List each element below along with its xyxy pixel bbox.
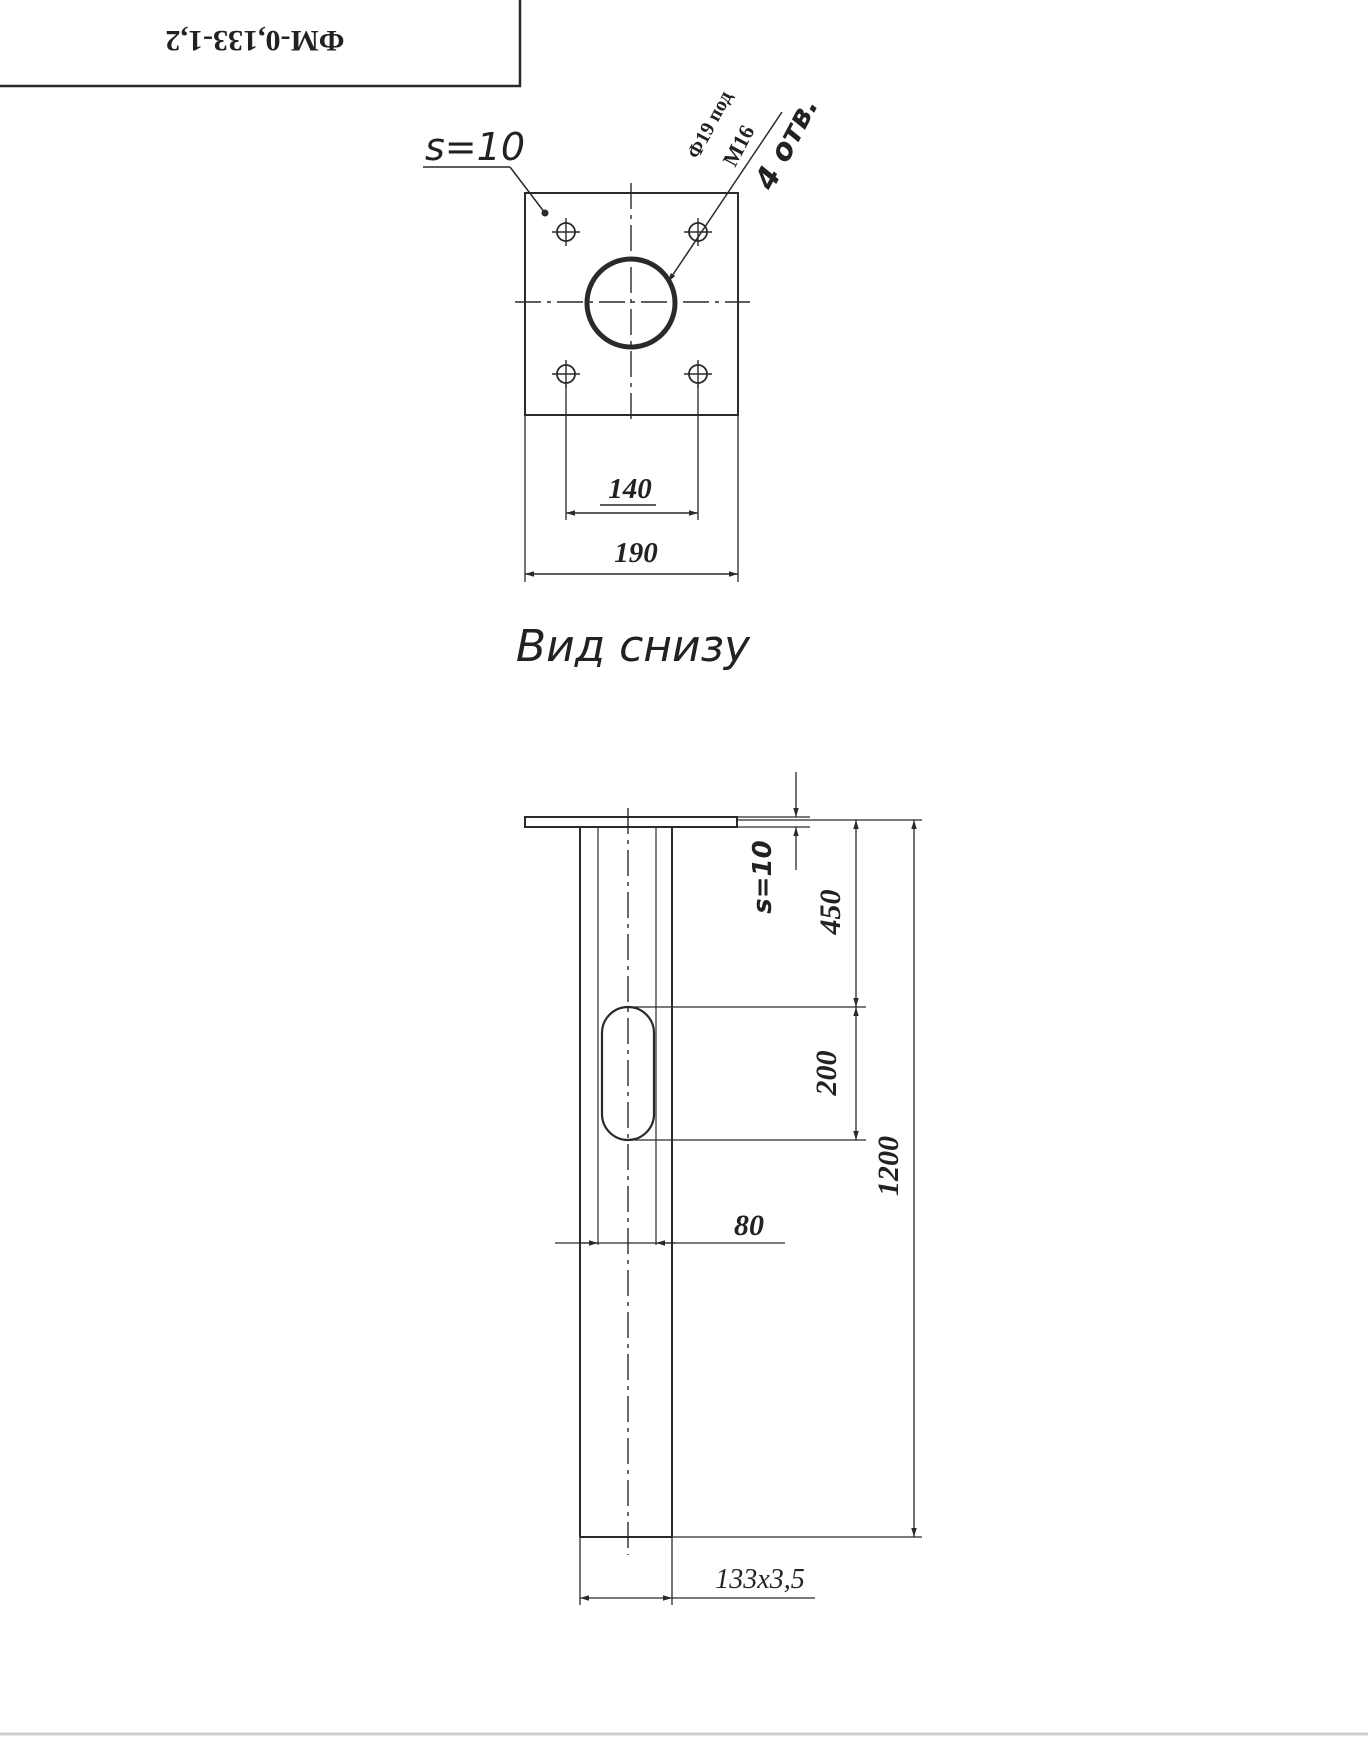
side-thickness-label: s=10	[748, 840, 778, 913]
dimension-slot-width: 80	[555, 1209, 785, 1246]
side-view: s=10 450 200 1200 80	[524, 772, 922, 1605]
view-caption: Вид снизу	[516, 621, 751, 672]
bolt-hole-bottom-right	[684, 360, 712, 388]
bolt-hole-bottom-left	[552, 360, 580, 388]
dimension-hole-spacing: 140	[565, 384, 699, 520]
dimension-pipe-size: 133x3,5	[579, 1537, 815, 1605]
dim-total-length-value: 1200	[872, 1136, 905, 1196]
dim-hole-spacing-value: 140	[608, 473, 652, 505]
hole-note-line2: М16	[717, 121, 759, 170]
title-block: ФМ-0,133-1,2	[0, 0, 522, 88]
dim-slot-length-value: 200	[810, 1051, 843, 1097]
dim-slot-width-value: 80	[734, 1209, 764, 1242]
side-thickness-dimension: s=10	[737, 772, 810, 914]
hole-note-line3: 4 отв.	[748, 91, 826, 196]
drawing-designation: ФМ-0,133-1,2	[165, 24, 344, 57]
side-base-plate	[524, 816, 738, 828]
hole-note: Ф19 под М16 4 отв.	[667, 87, 826, 283]
dimension-plate-width: 190	[524, 415, 739, 582]
plate-thickness-leader: s=10	[423, 125, 549, 217]
pipe-section	[584, 256, 678, 350]
plate-thickness-label: s=10	[425, 125, 525, 169]
dimension-slot-length: 200	[628, 1006, 866, 1141]
bolt-hole-top-right	[684, 218, 712, 246]
pipe-size-value: 133x3,5	[715, 1564, 804, 1595]
bolt-hole-top-left	[552, 218, 580, 246]
dimension-total-length: 1200	[672, 819, 922, 1538]
dim-slot-offset-value: 450	[814, 890, 847, 936]
dim-plate-width-value: 190	[614, 537, 658, 569]
bottom-view: s=10 Ф19 под М16 4 отв. 140 190 Вид сниз…	[423, 87, 826, 672]
dimension-slot-offset: 450	[814, 820, 859, 1007]
